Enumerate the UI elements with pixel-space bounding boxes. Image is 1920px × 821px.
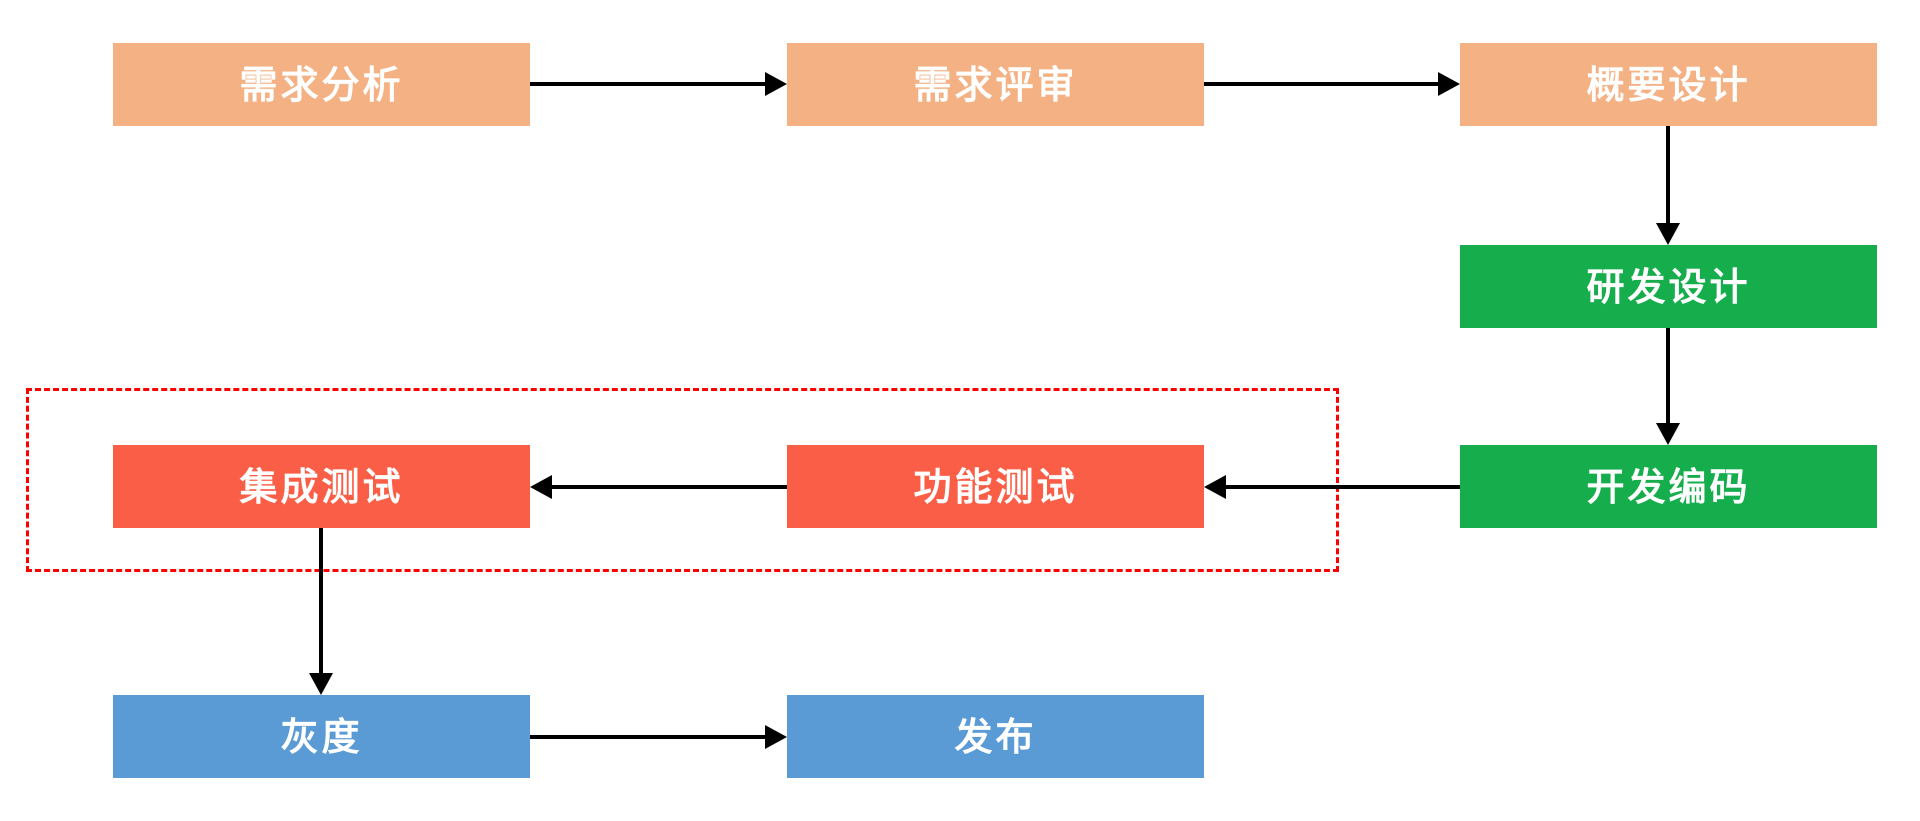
node-gray-release: 灰度 xyxy=(113,695,530,778)
arrow-gray-release-to-release-icon xyxy=(530,735,765,739)
arrow-development-coding-to-functional-testing-icon xyxy=(1226,485,1460,489)
arrow-outline-design-to-rd-design-icon xyxy=(1666,126,1670,223)
node-label-requirements-review: 需求评审 xyxy=(913,61,1078,107)
node-label-integration-testing: 集成测试 xyxy=(239,463,404,509)
node-requirements-analysis: 需求分析 xyxy=(113,43,530,126)
node-label-functional-testing: 功能测试 xyxy=(913,463,1078,509)
node-label-gray-release: 灰度 xyxy=(280,713,363,759)
node-label-outline-design: 概要设计 xyxy=(1586,61,1751,107)
testing-phase-dashed-group xyxy=(26,388,1339,572)
arrow-integration-testing-to-gray-release-icon xyxy=(319,528,323,673)
arrow-rd-design-to-development-coding-icon xyxy=(1666,328,1670,423)
node-label-release: 发布 xyxy=(954,713,1037,759)
node-label-rd-design: 研发设计 xyxy=(1586,263,1751,309)
node-development-coding: 开发编码 xyxy=(1460,445,1877,528)
node-label-requirements-analysis: 需求分析 xyxy=(239,61,404,107)
node-integration-testing: 集成测试 xyxy=(113,445,530,528)
node-rd-design: 研发设计 xyxy=(1460,245,1877,328)
node-outline-design: 概要设计 xyxy=(1460,43,1877,126)
node-requirements-review: 需求评审 xyxy=(787,43,1204,126)
arrow-functional-testing-to-integration-testing-icon xyxy=(552,485,787,489)
node-functional-testing: 功能测试 xyxy=(787,445,1204,528)
node-label-development-coding: 开发编码 xyxy=(1586,463,1751,509)
arrow-requirements-review-to-outline-design-icon xyxy=(1204,82,1438,86)
arrow-requirements-analysis-to-requirements-review-icon xyxy=(530,82,765,86)
node-release: 发布 xyxy=(787,695,1204,778)
